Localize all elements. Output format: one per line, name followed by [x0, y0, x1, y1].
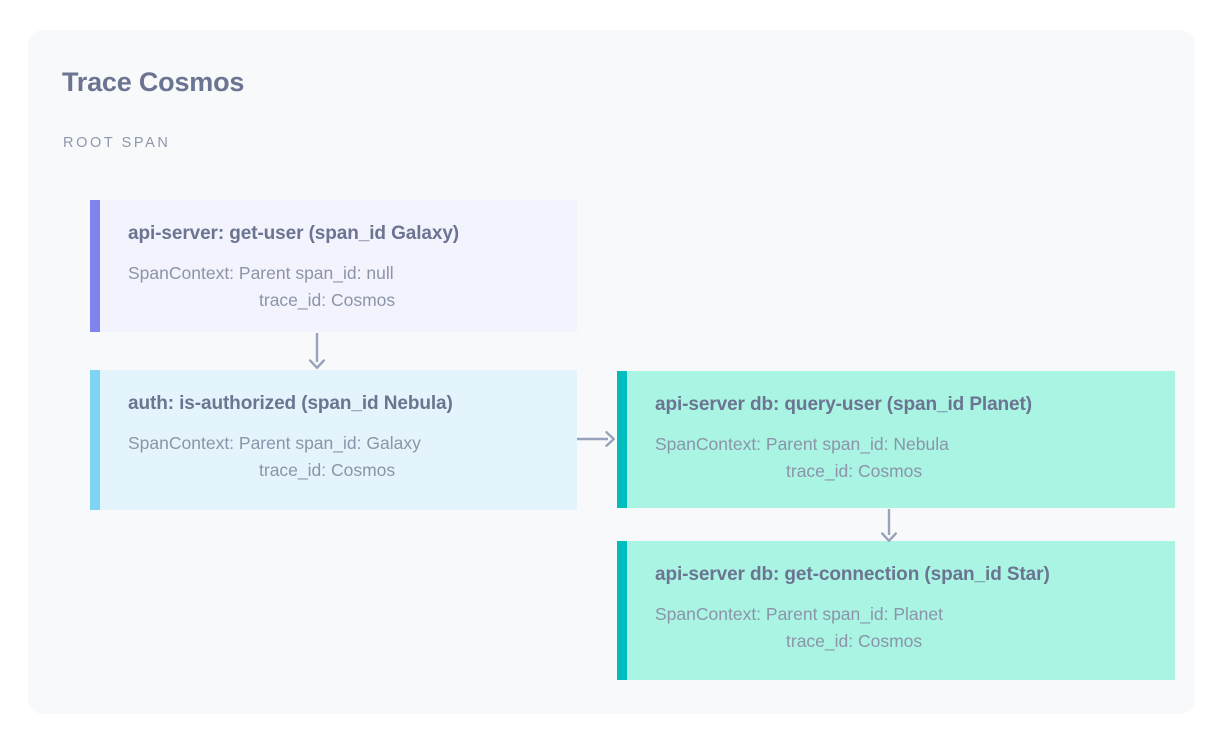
page-title: Trace Cosmos	[62, 67, 245, 97]
arrow-down-galaxy-to-nebula	[304, 333, 330, 370]
span-title-planet: api-server db: query-user (span_id Plane…	[655, 394, 1032, 415]
span-parent-line-galaxy: SpanContext: Parent span_id: null	[128, 262, 394, 283]
span-trace-line-star: trace_id: Cosmos	[786, 631, 923, 652]
span-trace-line-planet: trace_id: Cosmos	[786, 461, 923, 482]
span-title-nebula: auth: is-authorized (span_id Nebula)	[128, 393, 453, 414]
span-body-galaxy: api-server: get-user (span_id Galaxy) Sp…	[100, 200, 577, 332]
span-accent-bar-connection	[617, 541, 627, 680]
span-accent-bar-auth	[90, 370, 100, 510]
span-title-galaxy: api-server: get-user (span_id Galaxy)	[128, 223, 460, 244]
arrow-down-planet-to-star	[876, 509, 902, 543]
span-card-nebula[interactable]: auth: is-authorized (span_id Nebula) Spa…	[90, 370, 577, 510]
span-card-planet[interactable]: api-server db: query-user (span_id Plane…	[617, 371, 1175, 508]
trace-card: Trace Cosmos ROOT SPAN api-server: get-u…	[28, 30, 1195, 714]
span-accent-bar-query	[617, 371, 627, 508]
span-card-star[interactable]: api-server db: get-connection (span_id S…	[617, 541, 1175, 680]
root-span-label: ROOT SPAN	[63, 135, 171, 151]
span-body-planet: api-server db: query-user (span_id Plane…	[627, 371, 1175, 508]
span-parent-line-planet: SpanContext: Parent span_id: Nebula	[655, 433, 949, 454]
span-parent-line-star: SpanContext: Parent span_id: Planet	[655, 603, 943, 624]
span-card-galaxy[interactable]: api-server: get-user (span_id Galaxy) Sp…	[90, 200, 577, 332]
span-trace-line-galaxy: trace_id: Cosmos	[259, 290, 396, 311]
span-body-nebula: auth: is-authorized (span_id Nebula) Spa…	[100, 370, 577, 510]
span-accent-bar-root	[90, 200, 100, 332]
span-parent-line-nebula: SpanContext: Parent span_id: Galaxy	[128, 432, 421, 453]
span-trace-line-nebula: trace_id: Cosmos	[259, 460, 396, 481]
arrow-right-nebula-to-planet	[577, 426, 617, 452]
span-body-star: api-server db: get-connection (span_id S…	[627, 541, 1175, 680]
span-title-star: api-server db: get-connection (span_id S…	[655, 564, 1050, 585]
